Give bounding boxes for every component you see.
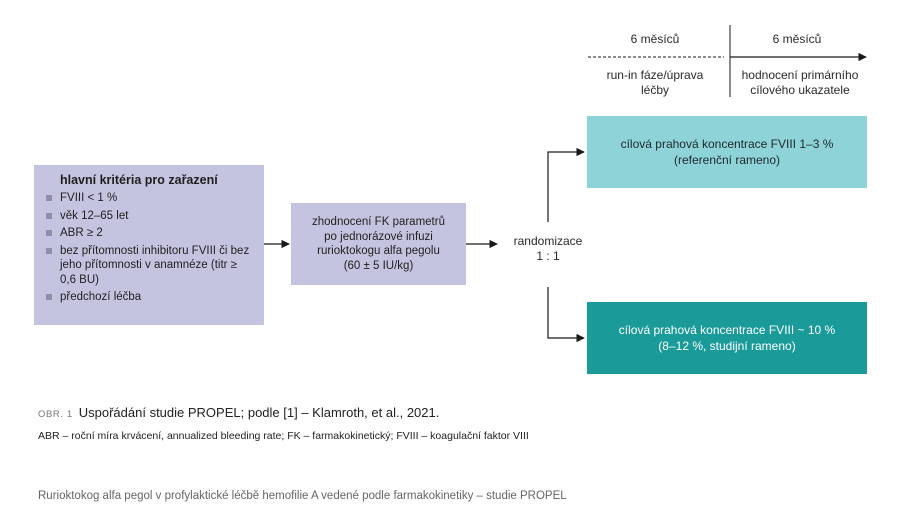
timeline-left-phase-line1: run-in fáze/úprava: [606, 68, 704, 82]
criteria-item-text: FVIII < 1 %: [60, 192, 118, 204]
bullet-square-icon: [46, 247, 52, 254]
figure-caption-text: Uspořádání studie PROPEL; podle [1] – Kl…: [78, 405, 440, 420]
criteria-item: bez přítomnosti inhibitoru FVIII či bez …: [46, 244, 254, 288]
criteria-item-text: ABR ≥ 2: [60, 227, 103, 239]
study-arm-line2: (8–12 %, studijní rameno): [658, 339, 796, 353]
reference-arm-box: cílová prahová koncentrace FVIII 1–3 % (…: [587, 116, 867, 188]
fk-line2: po jednorázové infuzi: [324, 230, 433, 243]
timeline-right-duration: 6 měsíců: [772, 32, 822, 46]
reference-arm-line1: cílová prahová koncentrace FVIII 1–3 %: [620, 137, 834, 151]
bullet-square-icon: [46, 212, 52, 219]
criteria-item: ABR ≥ 2: [46, 226, 254, 241]
arrow-to-reference-arm: [547, 147, 585, 222]
timeline-right-phase: hodnocení primárního cílového ukazatele: [732, 68, 868, 98]
bullet-square-icon: [46, 195, 52, 201]
fk-line3: rurioktokogu alfa pegolu: [317, 245, 440, 257]
arrow-to-study-arm: [547, 287, 585, 343]
study-arm-line1: cílová prahová koncentrace FVIII ~ 10 %: [618, 323, 836, 337]
criteria-item: předchozí léčba: [46, 290, 254, 305]
figure-label: OBR. 1: [38, 409, 73, 420]
randomization-line2: 1 : 1: [536, 249, 560, 263]
criteria-item-text: bez přítomnosti inhibitoru FVIII či bez …: [60, 244, 250, 286]
timeline-right-phase-line1: hodnocení primárního: [741, 68, 859, 82]
inclusion-criteria-box: hlavní kritéria pro zařazení FVIII < 1 %…: [34, 165, 264, 325]
abbreviations-note: ABR – roční míra krvácení, annualized bl…: [38, 430, 529, 442]
fk-line1: zhodnocení FK parametrů: [312, 216, 445, 228]
criteria-item: FVIII < 1 %: [46, 191, 254, 206]
page-footer: Rurioktokog alfa pegol v profylaktické l…: [38, 490, 567, 502]
criteria-item-text: věk 12–65 let: [60, 209, 129, 222]
reference-arm-line2: (referenční rameno): [673, 153, 781, 167]
fk-evaluation-box: zhodnocení FK parametrů po jednorázové i…: [291, 203, 466, 285]
figure-caption: OBR. 1 Uspořádání studie PROPEL; podle [1…: [38, 405, 878, 420]
randomization-label: randomizace 1 : 1: [500, 234, 596, 264]
timeline-left-phase: run-in fáze/úprava léčby: [585, 68, 725, 98]
study-arm-box: cílová prahová koncentrace FVIII ~ 10 % …: [587, 302, 867, 374]
timeline-right-phase-line2: cílového ukazatele: [750, 83, 850, 97]
criteria-list: FVIII < 1 % věk 12–65 let ABR ≥ 2 bez př…: [46, 191, 254, 305]
timeline-left-phase-line2: léčby: [640, 83, 669, 97]
fk-line4: (60 ± 5 IU/kg): [343, 259, 414, 272]
criteria-item-text: předchozí léčba: [60, 291, 142, 303]
criteria-item: věk 12–65 let: [46, 209, 254, 224]
timeline-left-duration: 6 měsíců: [630, 32, 680, 46]
bullet-square-icon: [46, 230, 52, 236]
criteria-title: hlavní kritéria pro zařazení: [60, 173, 218, 187]
randomization-line1: randomizace: [513, 234, 583, 248]
bullet-square-icon: [46, 294, 52, 300]
